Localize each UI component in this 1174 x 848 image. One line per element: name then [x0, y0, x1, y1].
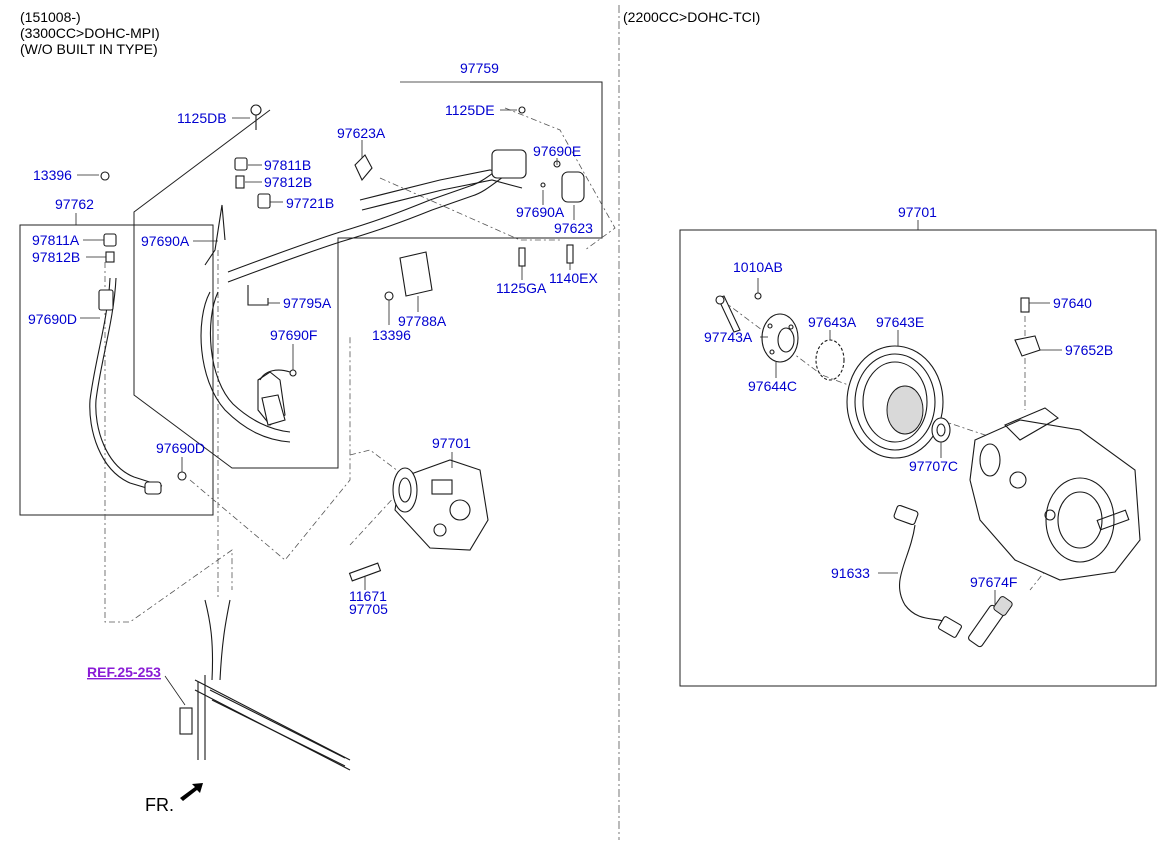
label-97690A-right[interactable]: 97690A — [516, 204, 565, 220]
guide-dashes-right — [379, 177, 560, 241]
nut-13396-mid — [384, 291, 394, 301]
condenser-ref — [179, 599, 351, 771]
guide-dashes-left — [104, 262, 233, 623]
label-97705[interactable]: 97705 — [349, 601, 388, 617]
switch-97721B — [257, 193, 271, 209]
bolt-1125DB — [250, 104, 262, 116]
bolt-1010AB — [754, 292, 762, 300]
block-97788A — [399, 251, 433, 297]
label-97623[interactable]: 97623 — [554, 220, 593, 236]
variant-note-date: (151008-) — [20, 9, 81, 25]
bolt-97640 — [1020, 297, 1030, 313]
label-97690D-top[interactable]: 97690D — [28, 311, 77, 327]
label-97743A[interactable]: 97743A — [704, 329, 753, 345]
label-13396-top[interactable]: 13396 — [33, 167, 72, 183]
bolt-11671 — [348, 562, 382, 582]
label-97690E[interactable]: 97690E — [533, 143, 581, 159]
label-97652B[interactable]: 97652B — [1065, 342, 1113, 358]
nut-13396-top — [100, 171, 110, 181]
group-box-97759 — [133, 81, 603, 469]
label-1125DE[interactable]: 1125DE — [445, 102, 495, 118]
bolt-1125DE — [518, 106, 526, 114]
label-97812B-b[interactable]: 97812B — [32, 249, 80, 265]
label-97812B[interactable]: 97812B — [264, 174, 312, 190]
bolt-1140EX — [566, 244, 574, 264]
guide-dashes-mid — [189, 335, 351, 561]
label-97811B[interactable]: 97811B — [264, 157, 311, 173]
label-97701-right[interactable]: 97701 — [898, 204, 937, 220]
core-97812B — [235, 175, 245, 189]
compressor-left — [392, 459, 489, 551]
guide-dashes-right-1 — [721, 299, 1001, 441]
label-97707C[interactable]: 97707C — [909, 458, 958, 474]
cap-97811A — [103, 233, 117, 247]
variant-note-engine: (3300CC>DOHC-MPI) — [20, 25, 160, 41]
label-97811A[interactable]: 97811A — [32, 232, 80, 248]
label-97690D-bottom[interactable]: 97690D — [156, 440, 205, 456]
harness-91633 — [893, 504, 962, 638]
ref-link-25-253[interactable]: REF.25-253 — [87, 664, 161, 680]
label-97759[interactable]: 97759 — [460, 60, 499, 76]
liquid-tube-97762 — [89, 277, 163, 495]
bracket-97652B — [1014, 335, 1041, 357]
leader-lines — [77, 109, 1062, 605]
suction-hose — [200, 291, 291, 443]
valve-97674F — [968, 596, 1013, 648]
group-box-97762 — [19, 224, 214, 516]
hub-97644C — [761, 313, 799, 363]
compressor-right — [969, 407, 1141, 581]
label-1125DB[interactable]: 1125DB — [177, 110, 227, 126]
guide-dashes-compressor — [349, 449, 411, 546]
block-97623 — [561, 171, 585, 203]
label-97674F[interactable]: 97674F — [970, 574, 1017, 590]
bolt-1125GA — [518, 247, 526, 267]
label-97721B[interactable]: 97721B — [286, 195, 334, 211]
label-1125GA[interactable]: 1125GA — [496, 280, 547, 296]
label-1010AB[interactable]: 1010AB — [733, 259, 783, 275]
label-97640[interactable]: 97640 — [1053, 295, 1092, 311]
core-97812B-b — [105, 251, 115, 263]
discharge-hose-97759 — [204, 149, 527, 283]
label-97644C[interactable]: 97644C — [748, 378, 797, 394]
label-97643A[interactable]: 97643A — [808, 314, 857, 330]
label-1140EX[interactable]: 1140EX — [549, 270, 598, 286]
bearing-97707C — [931, 417, 951, 443]
variant-note-type: (W/O BUILT IN TYPE) — [20, 41, 158, 57]
label-97795A[interactable]: 97795A — [283, 295, 332, 311]
label-13396-mid[interactable]: 13396 — [372, 327, 411, 343]
label-97643E[interactable]: 97643E — [876, 314, 924, 330]
front-label: FR. — [145, 795, 174, 815]
label-97690A-left[interactable]: 97690A — [141, 233, 190, 249]
label-11671[interactable]: 11671 — [349, 588, 387, 604]
variant-note-right-engine: (2200CC>DOHC-TCI) — [623, 9, 761, 25]
label-97623A[interactable]: 97623A — [337, 125, 386, 141]
front-arrow-icon — [180, 783, 203, 801]
cap-97811B — [234, 157, 248, 171]
guide-dashes-top — [504, 107, 616, 251]
label-97690F[interactable]: 97690F — [270, 327, 317, 343]
label-91633[interactable]: 91633 — [831, 565, 870, 581]
bracket-97795A — [247, 285, 269, 306]
label-97701-left[interactable]: 97701 — [432, 435, 471, 451]
label-97788A[interactable]: 97788A — [398, 313, 447, 329]
label-97762[interactable]: 97762 — [55, 196, 94, 212]
